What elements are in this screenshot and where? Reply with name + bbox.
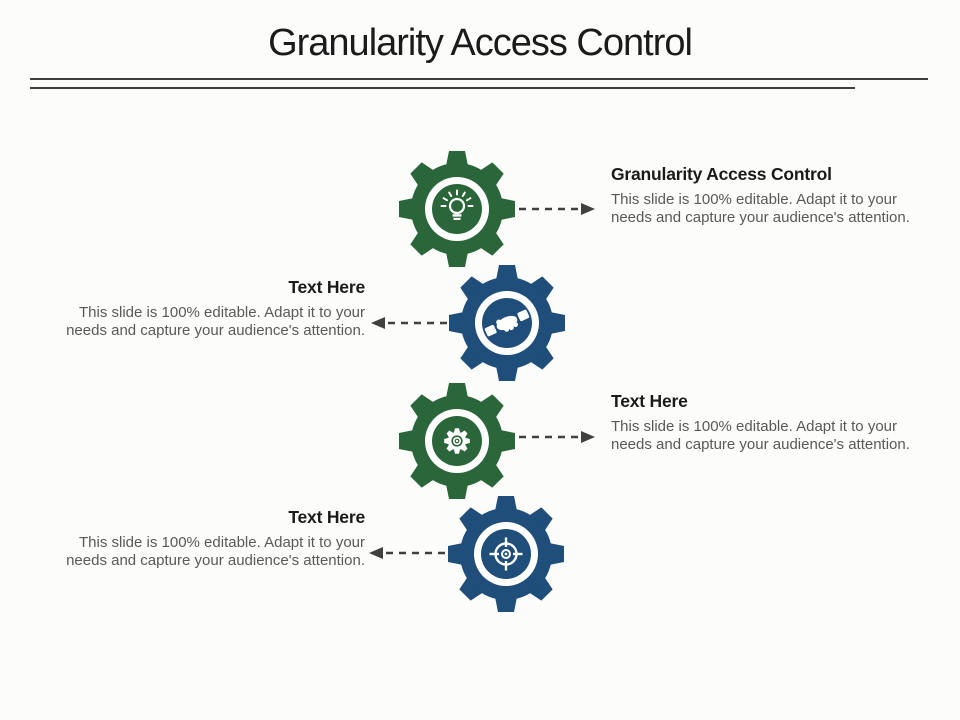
connector-arrow-2 [371, 317, 447, 329]
gear-icon [444, 428, 470, 454]
item-4-body-line-2: needs and capture your audience's attent… [66, 552, 365, 569]
gear-graphic-1 [399, 151, 515, 267]
item-1-heading: Granularity Access Control [611, 164, 832, 184]
item-4-body-line-1: This slide is 100% editable. Adapt it to… [79, 534, 365, 551]
item-2-body-line-1: This slide is 100% editable. Adapt it to… [79, 304, 365, 321]
item-4-heading: Text Here [288, 507, 365, 527]
item-3-body-line-2: needs and capture your audience's attent… [611, 436, 910, 453]
item-2-body-line-2: needs and capture your audience's attent… [66, 322, 365, 339]
item-2-heading: Text Here [288, 277, 365, 297]
gear-graphic-2 [449, 265, 565, 381]
item-3-heading: Text Here [611, 391, 688, 411]
item-2-text-block: Text Here This slide is 100% editable. A… [55, 276, 365, 340]
item-1-body-line-2: needs and capture your audience's attent… [611, 209, 910, 226]
item-3-text-block: Text Here This slide is 100% editable. A… [611, 390, 911, 454]
slide-title: Granularity Access Control [268, 22, 693, 64]
handshake-icon [484, 309, 530, 337]
target-icon [489, 537, 523, 571]
title-rule-top [30, 78, 928, 80]
item-4-text-block: Text Here This slide is 100% editable. A… [55, 506, 365, 570]
item-3-body-line-1: This slide is 100% editable. Adapt it to… [611, 418, 897, 435]
item-3-body: This slide is 100% editable. Adapt it to… [611, 418, 911, 454]
lightbulb-icon [440, 189, 474, 220]
connector-arrow-1 [519, 203, 595, 215]
connector-arrow-3 [519, 431, 595, 443]
gear-graphic-4 [448, 496, 564, 612]
item-1-body-line-1: This slide is 100% editable. Adapt it to… [611, 191, 897, 208]
item-1-body: This slide is 100% editable. Adapt it to… [611, 191, 911, 227]
item-1-text-block: Granularity Access Control This slide is… [611, 163, 911, 227]
item-4-body: This slide is 100% editable. Adapt it to… [55, 534, 365, 570]
title-rule-bottom [30, 87, 855, 89]
connector-arrow-4 [369, 547, 445, 559]
item-2-body: This slide is 100% editable. Adapt it to… [55, 304, 365, 340]
gear-graphic-3 [399, 383, 515, 499]
